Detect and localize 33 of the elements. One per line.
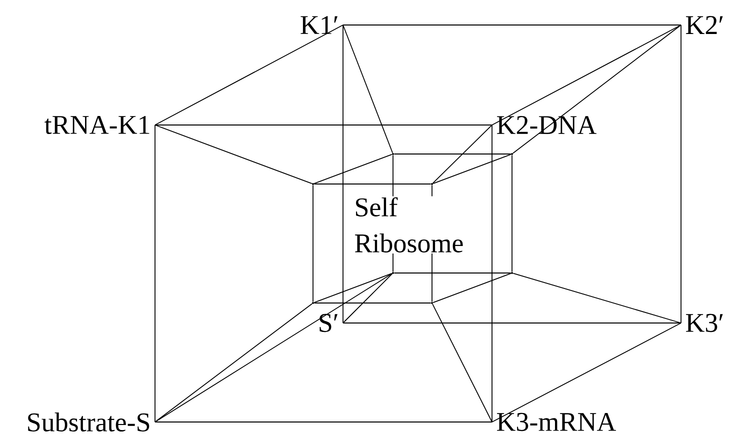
vertex-label: K3′: [681, 310, 728, 336]
center-label: Self Ribosome: [353, 196, 480, 254]
vertex-label: K3-mRNA: [492, 408, 620, 434]
vertex-label: Substrate-S: [22, 408, 155, 434]
edge-line: [314, 154, 392, 184]
edge-line: [154, 124, 156, 422]
edge-line: [512, 24, 682, 154]
edge-line: [154, 273, 392, 422]
edge-line: [492, 24, 682, 126]
edge-line: [394, 272, 512, 274]
edge-line: [432, 304, 492, 422]
edge-line: [342, 24, 394, 154]
vertex-label: tRNA-K1: [40, 112, 155, 138]
edge-line: [342, 24, 344, 324]
vertex-label: K2′: [681, 12, 728, 38]
edge-line: [342, 322, 682, 324]
edge-line: [312, 184, 314, 302]
edge-line: [432, 154, 512, 184]
edge-line: [314, 302, 432, 304]
edge-line: [154, 124, 312, 184]
edge-line: [314, 272, 392, 304]
edge-line: [154, 303, 312, 422]
edge-line: [492, 322, 682, 422]
edge-line: [342, 273, 393, 324]
edge-line: [154, 24, 344, 126]
edge-line: [432, 124, 492, 184]
vertex-label: S′: [314, 310, 343, 336]
edge-line: [342, 24, 682, 26]
edge-line: [512, 272, 682, 324]
edge-line: [680, 24, 682, 324]
edge-line: [432, 272, 512, 304]
edge-line: [154, 124, 492, 126]
vertex-label: K1′: [296, 12, 343, 38]
